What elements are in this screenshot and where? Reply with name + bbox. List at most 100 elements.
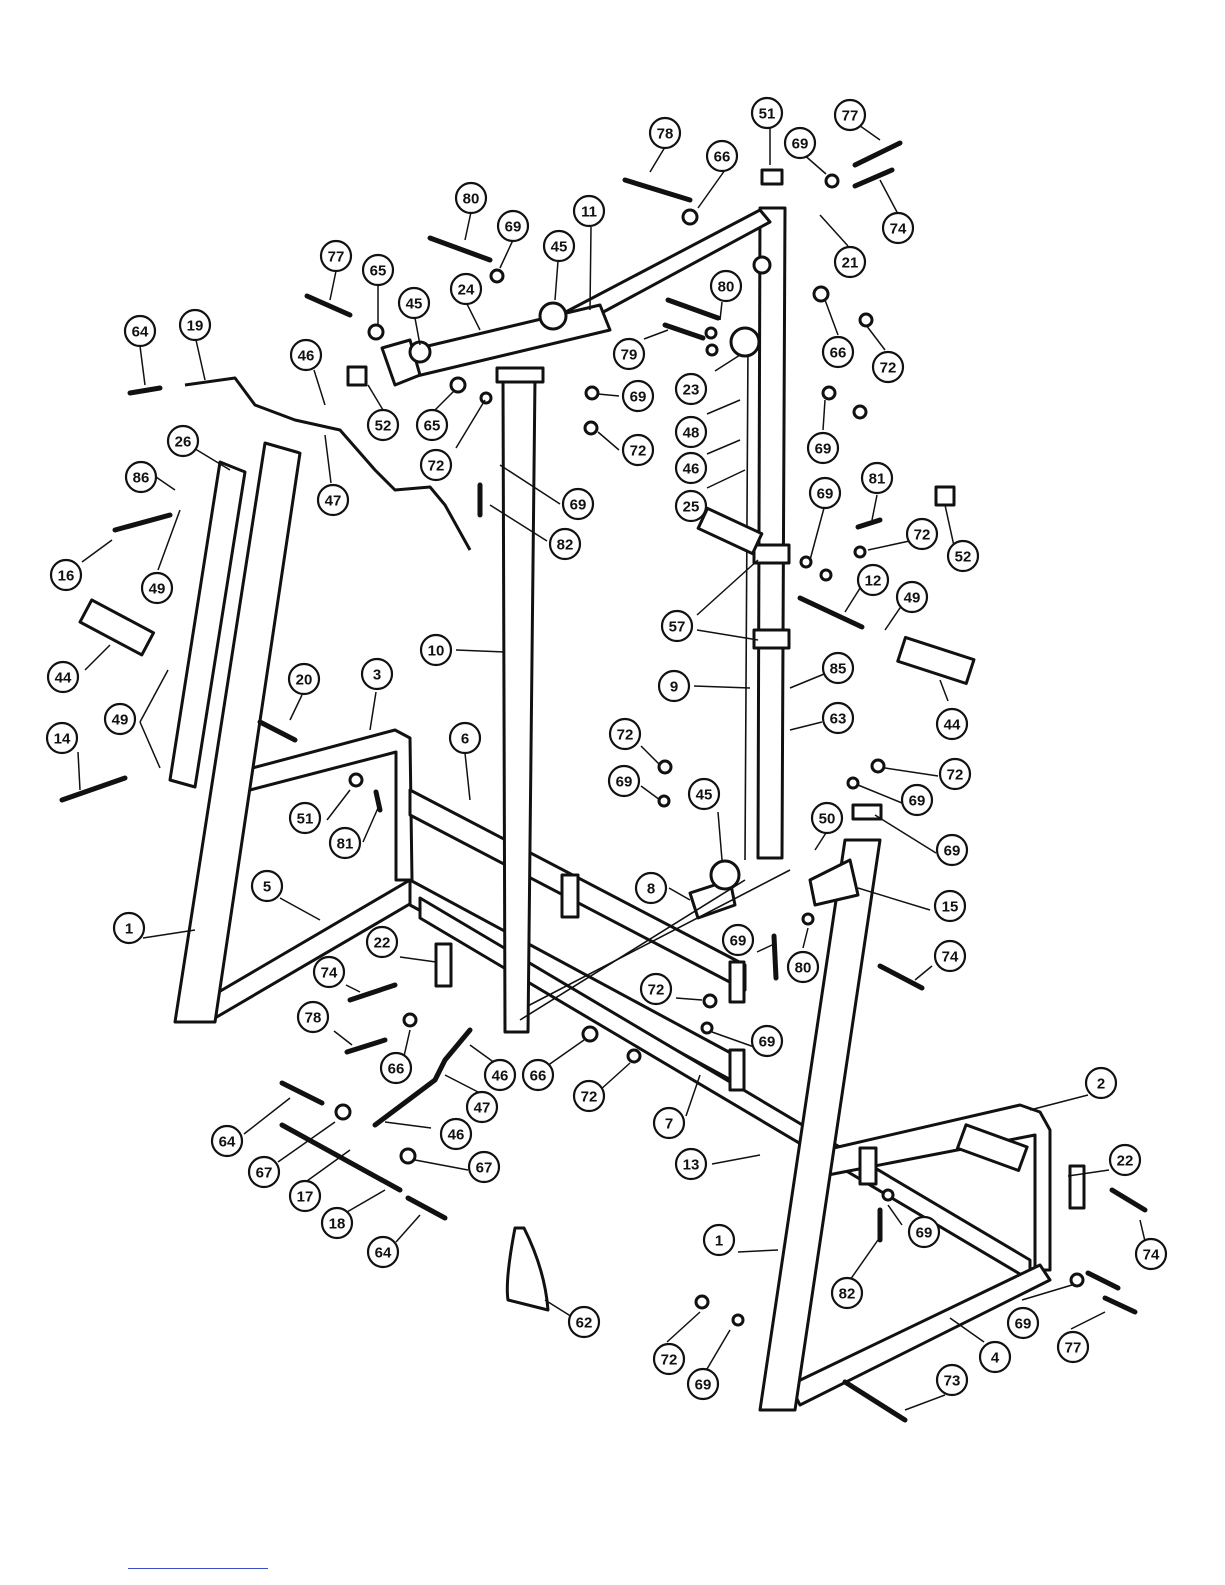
callout-circle [830, 1276, 864, 1310]
callout-circle [1134, 1237, 1168, 1271]
part-callout-23: 23 [674, 372, 708, 406]
callout-circle [895, 580, 929, 614]
callout-circle [702, 1223, 736, 1257]
callout-label: 72 [880, 360, 897, 377]
part-callout-66: 66 [379, 1051, 413, 1085]
callout-label: 77 [328, 249, 345, 266]
part-callout-50: 50 [810, 801, 844, 835]
callout-circle [166, 424, 200, 458]
part-callout-44: 44 [46, 660, 80, 694]
part-callout-69: 69 [621, 379, 655, 413]
callout-circle [319, 239, 353, 273]
callout-circle [674, 451, 708, 485]
callout-label: 69 [616, 774, 633, 791]
part-callout-72: 72 [621, 433, 655, 467]
callout-circle [465, 1090, 499, 1124]
part-callout-47: 47 [465, 1090, 499, 1124]
part-callout-4: 4 [978, 1340, 1012, 1374]
callout-label: 69 [916, 1225, 933, 1242]
part-callout-74: 74 [881, 211, 915, 245]
callout-circle [1006, 1306, 1040, 1340]
part-callout-1: 1 [702, 1223, 736, 1257]
part-callout-69: 69 [900, 783, 934, 817]
part-callout-77: 77 [833, 98, 867, 132]
callout-label: 69 [944, 843, 961, 860]
callout-circle [287, 662, 321, 696]
part-callout-2: 2 [1084, 1066, 1118, 1100]
part-callout-79: 79 [612, 337, 646, 371]
callout-label: 52 [955, 549, 972, 566]
callout-label: 1 [715, 1233, 723, 1250]
callout-label: 74 [890, 221, 907, 238]
callout-circle [652, 1342, 686, 1376]
callout-circle [900, 783, 934, 817]
callout-circle [978, 1340, 1012, 1374]
callout-circle [397, 286, 431, 320]
callout-circle [821, 651, 855, 685]
callout-label: 69 [1015, 1316, 1032, 1333]
callout-circle [808, 476, 842, 510]
callout-label: 74 [942, 949, 959, 966]
callout-circle [483, 1058, 517, 1092]
callout-circle [361, 253, 395, 287]
callout-label: 47 [474, 1100, 491, 1117]
callout-label: 66 [830, 345, 847, 362]
callout-label: 49 [149, 581, 166, 598]
part-callout-25: 25 [674, 489, 708, 523]
callout-circle [467, 1150, 501, 1184]
callout-circle [660, 609, 694, 643]
callout-circle [572, 194, 606, 228]
callout-label: 57 [669, 619, 686, 636]
callout-label: 72 [914, 527, 931, 544]
callout-circle [419, 633, 453, 667]
callout-circle [821, 335, 855, 369]
part-callout-8: 8 [634, 871, 668, 905]
part-1-right-upright [758, 838, 882, 1412]
callout-label: 82 [557, 537, 574, 554]
part-callout-64: 64 [123, 314, 157, 348]
callout-circle [320, 1206, 354, 1240]
callout-label: 14 [54, 731, 71, 748]
callout-label: 51 [297, 811, 314, 828]
callout-label: 69 [570, 497, 587, 514]
part-callout-85: 85 [821, 651, 855, 685]
callout-label: 64 [219, 1134, 236, 1151]
callout-label: 64 [375, 1245, 392, 1262]
part-callout-45: 45 [687, 777, 721, 811]
part-callout-78: 78 [296, 1000, 330, 1034]
callout-circle [247, 1155, 281, 1189]
callout-label: 81 [869, 471, 886, 488]
part-callout-9: 9 [657, 669, 691, 703]
part-callout-49: 49 [140, 571, 174, 605]
callout-label: 4 [991, 1350, 1000, 1367]
part-callout-1: 1 [112, 911, 146, 945]
callout-label: 65 [424, 418, 441, 435]
callout-label: 8 [647, 881, 655, 898]
callout-circle [833, 245, 867, 279]
part-callout-65: 65 [361, 253, 395, 287]
callout-circle [288, 1179, 322, 1213]
pulley-23 [729, 326, 761, 358]
callout-circle [612, 337, 646, 371]
part-1-left-upright [173, 441, 302, 1024]
callout-label: 72 [648, 982, 665, 999]
part-callout-13: 13 [674, 1147, 708, 1181]
part-callout-21: 21 [833, 245, 867, 279]
callout-label: 79 [621, 347, 638, 364]
callout-circle [674, 1147, 708, 1181]
callout-circle [496, 209, 530, 243]
callout-circle [810, 801, 844, 835]
callout-label: 72 [617, 727, 634, 744]
part-callout-66: 66 [705, 139, 739, 173]
callout-circle [112, 911, 146, 945]
part-callout-51: 51 [750, 96, 784, 130]
part-callout-19: 19 [178, 308, 212, 342]
callout-label: 10 [428, 643, 445, 660]
part-callout-66: 66 [821, 335, 855, 369]
callout-label: 50 [819, 811, 836, 828]
callout-circle [935, 707, 969, 741]
part-callout-72: 72 [938, 757, 972, 791]
callout-label: 23 [683, 382, 700, 399]
callout-label: 17 [297, 1189, 314, 1206]
callout-label: 81 [337, 836, 354, 853]
